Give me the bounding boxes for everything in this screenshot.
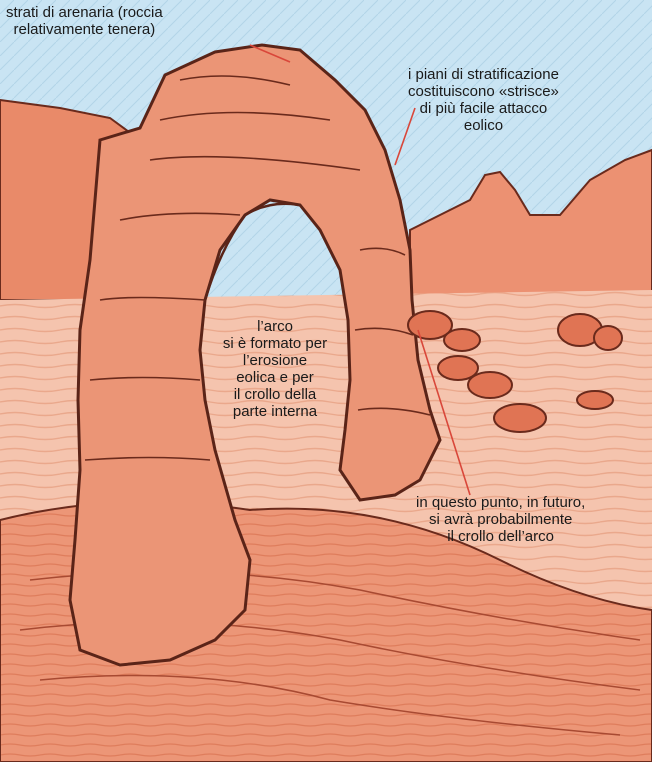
label-line: strati di arenaria (roccia xyxy=(6,4,163,21)
label-line: l’erosione xyxy=(200,352,350,369)
label-line: il crollo dell’arco xyxy=(416,528,585,545)
label-line: i piani di stratificazione xyxy=(408,66,559,83)
label-line: parte interna xyxy=(200,403,350,420)
label-piani-stratificazione: i piani di stratificazione costituiscono… xyxy=(408,66,559,134)
label-line: relativamente tenera) xyxy=(6,21,163,38)
label-line: eolico xyxy=(408,117,559,134)
label-line: si avrà probabilmente xyxy=(416,511,585,528)
boulder xyxy=(494,404,546,432)
label-line: il crollo della xyxy=(200,386,350,403)
label-line: di più facile attacco xyxy=(408,100,559,117)
label-line: si è formato per xyxy=(200,335,350,352)
label-arco-formazione: l’arco si è formato per l’erosione eolic… xyxy=(200,318,350,420)
label-line: in questo punto, in futuro, xyxy=(416,494,585,511)
boulder xyxy=(444,329,480,351)
label-crollo-futuro: in questo punto, in futuro, si avrà prob… xyxy=(416,494,585,545)
boulder xyxy=(577,391,613,409)
label-line: l’arco xyxy=(200,318,350,335)
label-line: costituiscono «strisce» xyxy=(408,83,559,100)
label-line: eolica e per xyxy=(200,369,350,386)
label-strati-arenaria: strati di arenaria (roccia relativamente… xyxy=(6,4,163,38)
boulder xyxy=(468,372,512,398)
boulder xyxy=(594,326,622,350)
